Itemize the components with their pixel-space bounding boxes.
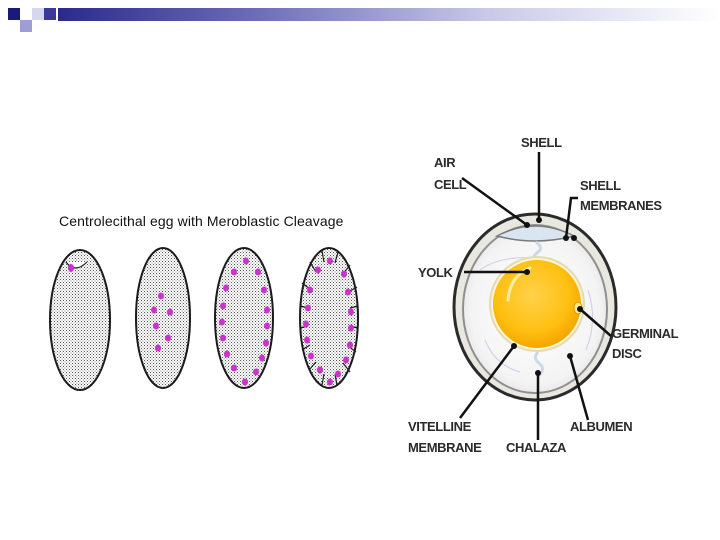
label-germinal-disc-1: GERMINAL bbox=[612, 326, 679, 341]
cleavage-stage-1 bbox=[50, 250, 110, 390]
label-shell-membranes-2: MEMBRANES bbox=[580, 198, 662, 213]
nucleus-dot bbox=[231, 365, 237, 372]
nucleus-dot bbox=[317, 367, 323, 374]
nucleus-dot bbox=[223, 285, 229, 292]
nucleus-dot bbox=[158, 293, 164, 300]
nucleus-dot bbox=[253, 369, 259, 376]
nucleus-dot bbox=[261, 287, 267, 294]
label-shell-membranes-1: SHELL bbox=[580, 178, 621, 193]
label-chalaza: CHALAZA bbox=[506, 440, 567, 455]
nucleus-dot bbox=[155, 345, 161, 352]
nucleus-dot bbox=[348, 325, 354, 332]
label-yolk: YOLK bbox=[418, 265, 454, 280]
label-shell: SHELL bbox=[521, 135, 562, 150]
nucleus-dot bbox=[307, 287, 313, 294]
nucleus-dot bbox=[315, 267, 321, 274]
bird-egg-cross-section: SHELL AIR CELL SHELL MEMBRANES YOLK GERM… bbox=[408, 135, 679, 455]
cleavage-stage-3 bbox=[215, 248, 273, 388]
nucleus-dot bbox=[345, 289, 351, 296]
nucleus-dot bbox=[305, 305, 311, 312]
nucleus-dot bbox=[242, 379, 248, 386]
nucleus-dot bbox=[151, 307, 157, 314]
label-vitelline-2: MEMBRANE bbox=[408, 440, 482, 455]
nucleus-dot bbox=[264, 307, 270, 314]
nucleus-dot bbox=[231, 269, 237, 276]
nucleus-dot bbox=[220, 335, 226, 342]
nucleus-dot bbox=[343, 357, 349, 364]
nucleus-dot bbox=[327, 379, 333, 386]
nucleus-dot bbox=[347, 342, 353, 349]
nucleus-dot bbox=[243, 258, 249, 265]
nucleus-dot bbox=[219, 319, 225, 326]
nucleus-dot bbox=[220, 303, 226, 310]
nucleus-dot bbox=[68, 264, 74, 272]
nucleus-dot bbox=[327, 258, 333, 265]
nucleus-dot bbox=[259, 355, 265, 362]
leader-air-cell bbox=[462, 178, 527, 225]
cleavage-stage-4 bbox=[300, 248, 358, 388]
nucleus-dot bbox=[303, 321, 309, 328]
cleavage-stage-2 bbox=[136, 248, 190, 388]
nucleus-dot bbox=[167, 309, 173, 316]
label-vitelline-1: VITELLINE bbox=[408, 419, 472, 434]
nucleus-dot bbox=[153, 323, 159, 330]
label-air-cell-2: CELL bbox=[434, 177, 467, 192]
label-albumen: ALBUMEN bbox=[570, 419, 632, 434]
nucleus-dot bbox=[264, 323, 270, 330]
nucleus-dot bbox=[165, 335, 171, 342]
nucleus-dot bbox=[335, 371, 341, 378]
nucleus-dot bbox=[255, 269, 261, 276]
nucleus-dot bbox=[348, 309, 354, 316]
nucleus-dot bbox=[263, 340, 269, 347]
nucleus-dot bbox=[341, 271, 347, 278]
nucleus-dot bbox=[308, 353, 314, 360]
nucleus-dot bbox=[224, 351, 230, 358]
label-germinal-disc-2: DISC bbox=[612, 346, 642, 361]
nucleus-dot bbox=[304, 337, 310, 344]
label-air-cell-1: AIR bbox=[434, 155, 456, 170]
